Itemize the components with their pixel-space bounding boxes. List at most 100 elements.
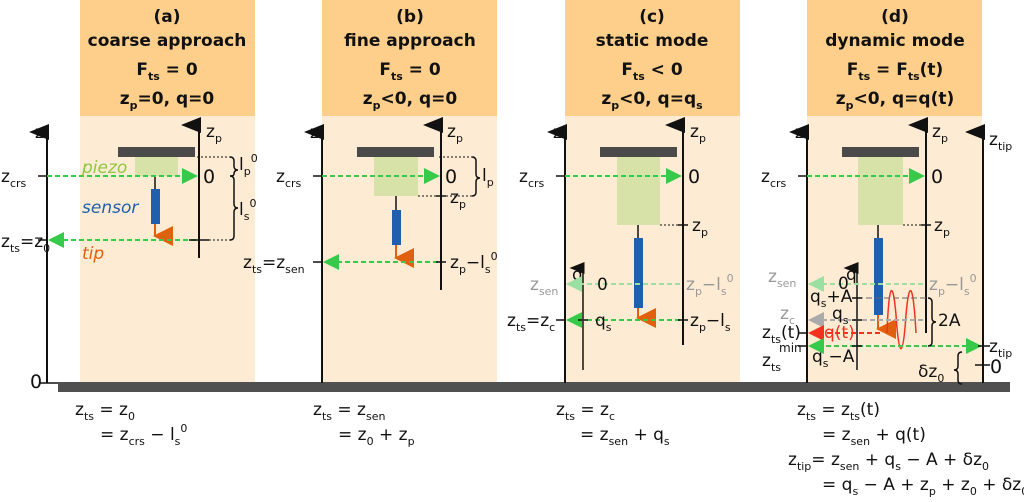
zp-label: zp​ (932, 122, 948, 145)
zsen-label: zsen​ (768, 267, 796, 290)
zero-label: 0 (445, 166, 457, 188)
scanner-base (600, 147, 677, 157)
eq-d-4: = qs − A + zp + z0 + δz0​ (822, 475, 1024, 498)
panel-a-title: coarse approach (88, 31, 247, 51)
eq-d-2: = zsen + q(t) (822, 425, 926, 448)
zp-label: zp​ (206, 122, 222, 145)
zp-ls0-label: zp−ls0​ (686, 272, 734, 298)
scanner-base (357, 147, 434, 157)
piezo (135, 157, 178, 176)
zp-label: zp​ (447, 122, 463, 145)
dashed-arrows (47, 156, 982, 354)
z-label: z (795, 123, 804, 143)
panel-a-id: (a) (153, 7, 180, 27)
panel-d-id: (d) (881, 7, 909, 27)
zp-tick-label: zp​ (692, 216, 708, 239)
ztip-tick-label: ztip​ (989, 337, 1012, 360)
zero-label: 0 (931, 166, 943, 188)
zp-ls0-label: zp−ls0​ (929, 272, 977, 298)
qs-label: qs​ (595, 311, 612, 334)
z-label: z (35, 123, 44, 143)
panel-b-cond: zp<0, q=0 (363, 89, 458, 112)
tip-label: tip (82, 244, 104, 264)
q-label: q (846, 265, 857, 285)
axis-labels: z z z z zp​ zp​ zp​ zp​ ztip​ q q (35, 122, 1012, 285)
zp-tick-label: zp​ (450, 188, 466, 211)
zcrs-label: zcrs​ (276, 167, 302, 190)
piezo (858, 157, 903, 225)
sensor (151, 189, 160, 224)
q-t-label: q(t) (824, 323, 855, 343)
scanner-base (118, 147, 195, 157)
eq-d-3: ztip= zsen + qs − A + δz0​ (788, 450, 989, 473)
ztip-zero-label: 0 (990, 356, 1002, 378)
z-label: z (553, 123, 562, 143)
z-origin-label: 0 (30, 371, 42, 393)
equations: zts = z0​ = zcrs − ls0​ zts = zsen​ = z0… (75, 400, 1024, 498)
zcrs-label: zcrs​ (1, 167, 27, 190)
z-label: z (310, 123, 319, 143)
sensor (874, 238, 883, 315)
sample-surface (58, 382, 1010, 392)
piezo (617, 157, 660, 225)
panel-b-labels: zcrs​ 0 lp​ zp​ zp−ls0​ zts=zsen​ (243, 166, 498, 276)
panel-c-id: (c) (639, 7, 665, 27)
sensor (392, 210, 401, 245)
zsen-label: zsen​ (530, 275, 558, 298)
panel-a-header (80, 0, 255, 116)
panel-b-id: (b) (396, 7, 424, 27)
zp-tick-label: zp​ (934, 216, 950, 239)
panel-headers: (a) coarse approach Fts = 0 zp=0, q=0 (b… (88, 7, 965, 112)
ticks (38, 175, 990, 366)
zts-t-label: zts(t) (762, 323, 801, 346)
panel-d-title: dynamic mode (825, 31, 964, 51)
dz0-label: δz0​ (918, 362, 944, 385)
eq-c-1: zts = zc​ (556, 400, 615, 423)
zero-label: 0 (203, 166, 215, 188)
qs-minus-a-label: qs−A (812, 347, 855, 370)
panel-c-header (565, 0, 740, 116)
panel-a-labels: zcrs​ 0 piezo sensor tip lp0​ ls0​ zts=z… (1, 152, 258, 264)
panel-c-title: static mode (596, 31, 709, 51)
panel-d-header (807, 0, 982, 116)
eq-b-2: = z0 + zp​ (338, 425, 415, 448)
zcrs-label: zcrs​ (761, 167, 787, 190)
zp-ls-label: zp−ls​ (690, 311, 731, 334)
zp-ls0-label: zp−ls0​ (450, 250, 498, 276)
sensor (634, 238, 643, 308)
panel-b-title: fine approach (344, 31, 476, 51)
ztip-label: ztip​ (989, 130, 1012, 153)
panel-c-force: Fts < 0 (621, 60, 683, 83)
lp0-label: lp0​ (239, 152, 258, 178)
panel-c-labels: zcrs​ 0 zp​ zsen​ 0 zp−ls0​ qs​ zp−ls​ z… (507, 166, 734, 334)
zp-label: zp​ (690, 122, 706, 145)
zcrs-label: zcrs​ (519, 167, 545, 190)
ls0-label: ls0​ (239, 197, 256, 223)
eq-c-2: = zsen + qs​ (580, 425, 670, 448)
q-label: q (572, 265, 583, 285)
panel-d-cond: zp<0, q=q(t) (836, 89, 954, 112)
zts-label: zts=z0​ (1, 232, 50, 255)
qs-plus-a-label: qs+A (810, 287, 853, 310)
eq-a-2: = zcrs − ls0​ (100, 422, 187, 448)
panel-b-force: Fts = 0 (379, 60, 441, 83)
two-a-label: 2A (938, 311, 961, 331)
min-label: min (779, 341, 802, 355)
zc-label: zc​ (780, 304, 795, 327)
eq-a-1: zts = z0​ (75, 400, 135, 423)
zts-label: zts=zc​ (507, 311, 555, 334)
eq-d-1: zts = zts(t) (797, 400, 880, 423)
panel-a-cond: zp=0, q=0 (120, 89, 215, 112)
panel-c-cond: zp<0, q=qs​ (601, 89, 703, 112)
sensor-label: sensor (82, 198, 139, 218)
q-zero-label: 0 (597, 275, 608, 295)
scanner-base (842, 147, 919, 157)
eq-b-1: zts = zsen​ (313, 400, 385, 423)
q-zero-label: 0 (838, 274, 849, 294)
piezo-label: piezo (81, 158, 127, 178)
zts-label: zts=zsen​ (243, 253, 305, 276)
panel-d-labels: zcrs​ 0 zp​ zsen​ 0 zp−ls0​ qs+A zc​ qs​… (761, 166, 1012, 385)
panel-d-force: Fts = Fts(t) (847, 60, 944, 83)
panel-a-force: Fts = 0 (136, 60, 198, 83)
